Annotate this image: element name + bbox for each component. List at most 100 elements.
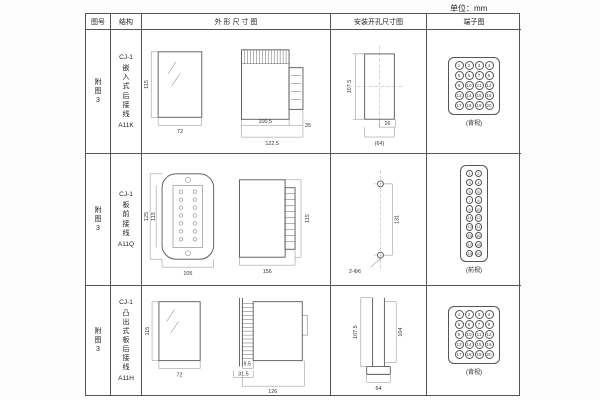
dim-label: 2-Φ6 [349, 269, 361, 275]
terminal-pin: 12 [484, 330, 494, 339]
code-label: A11K [118, 121, 134, 129]
header-outline: 外 形 尺 寸 图 [142, 14, 331, 30]
terminal-pin: 17 [454, 101, 464, 110]
terminal-pin: 1 [454, 61, 464, 70]
side-view: 9.5 31.5 126 [233, 297, 308, 395]
terminal-pin: 2 [464, 61, 474, 70]
dim-label: 16 [384, 121, 390, 127]
dim-label: (64) [375, 141, 385, 147]
dim-label: 31.5 [238, 371, 248, 377]
side-view: 100.5 35 122.5 [241, 49, 311, 147]
outline-drawing-1: 115 72 100.5 35 122.5 [144, 49, 311, 147]
terminal-pin: 15 [465, 231, 474, 240]
terminal-pin: 12 [474, 214, 483, 222]
terminal-pin: 14 [464, 91, 474, 100]
structure-cell-1: CJ-1 嵌 入 式 后 接 线 A11K [111, 30, 142, 154]
fig-cell-3: 附 图 3 [86, 286, 111, 395]
terminal-pin: 9 [454, 81, 464, 90]
terminal-pin: 16 [484, 340, 494, 349]
terminal-pin: 7 [474, 71, 484, 80]
front-view: 115 72 [145, 301, 201, 378]
terminal-pin: 20 [484, 101, 494, 110]
terminal-pin: 12 [484, 81, 494, 90]
fig-cell-2: 附 图 3 [86, 154, 111, 286]
code-label: A11Q [117, 240, 135, 248]
terminal-pin: 1 [465, 169, 474, 178]
dim-label: 72 [177, 372, 183, 378]
front-view: 125 115 105 [144, 173, 215, 277]
fig-label: 附 图 3 [94, 78, 102, 105]
install-drawing-1: 107.5 16 (64) [347, 45, 403, 147]
terminal-pin: 7 [474, 320, 484, 329]
terminal-pin: 13 [454, 91, 464, 100]
dim-label: 64 [376, 386, 382, 392]
dim-label: 104 [398, 328, 404, 337]
terminal-pin: 10 [464, 330, 474, 339]
terminal-view-label: (背视) [466, 120, 482, 127]
terminal-pin: 16 [474, 231, 483, 240]
terminal-pin: 18 [464, 101, 474, 110]
dim-label: 125 [144, 212, 150, 221]
dim-label: 126 [268, 389, 277, 395]
terminal-pin: 16 [484, 91, 494, 100]
structure-cell-2: CJ-1 板 前 接 线 A11Q [111, 154, 142, 286]
dim-label: 115 [144, 80, 150, 89]
terminal-view-label: (背视) [466, 369, 482, 376]
fig-cell-1: 附 图 3 [86, 30, 111, 154]
fig-label: 附 图 3 [94, 327, 102, 354]
dim-label: 107.5 [353, 325, 359, 339]
terminal-pin: 6 [474, 187, 483, 196]
dim-label: 35 [305, 123, 311, 129]
mount-label: 嵌 入 式 后 接 线 [122, 65, 130, 118]
dim-label: 100.5 [258, 119, 272, 125]
terminal-pin: 17 [465, 240, 474, 249]
install-cell-1: 107.5 16 (64) [331, 30, 427, 154]
outline-cell-1: 115 72 100.5 35 122.5 [142, 30, 331, 154]
header-fig-no: 图号 [86, 14, 111, 30]
install-drawing-2: 131 2-Φ6 [349, 170, 400, 275]
model-label: CJ-1 [119, 298, 133, 306]
outline-cell-3: 115 72 9.5 31.5 126 [142, 286, 331, 395]
terminal-pin: 20 [484, 350, 494, 359]
terminal-pin: 17 [454, 350, 464, 359]
front-view: 115 72 [144, 51, 203, 135]
dim-label: 115 [145, 327, 151, 336]
header-structure: 结构 [111, 14, 142, 30]
terminal-pin: 6 [464, 71, 474, 80]
terminal-pin: 8 [474, 196, 483, 204]
mount-label: 凸 出 式 板 后 接 线 [122, 309, 130, 372]
terminal-pin: 19 [474, 101, 484, 110]
terminal-pin: 5 [454, 320, 464, 329]
dim-label: 9.5 [244, 362, 252, 368]
terminal-pin: 11 [465, 214, 474, 222]
dim-label: 107.5 [347, 80, 353, 94]
terminal-pin: 9 [454, 330, 464, 339]
terminal-pin: 3 [474, 310, 484, 319]
terminal-pin: 2 [464, 310, 474, 319]
dim-label: 72 [177, 129, 183, 135]
terminal-pin: 15 [474, 340, 484, 349]
terminal-pin: 8 [484, 320, 494, 329]
terminal-pin: 18 [474, 240, 483, 249]
terminal-pin: 5 [454, 71, 464, 80]
dim-label: 156 [263, 269, 272, 275]
terminal-pin: 15 [474, 91, 484, 100]
terminal-pin: 9 [465, 205, 474, 213]
terminal-pin: 20 [474, 249, 483, 258]
terminal-pin: 11 [474, 81, 484, 90]
terminal-pin: 6 [464, 320, 474, 329]
dim-label: 131 [394, 215, 400, 224]
dim-label: 115 [305, 214, 311, 223]
header-terminal: 端子图 [427, 14, 521, 30]
terminal-pin: 4 [484, 310, 494, 319]
mount-label: 板 前 接 线 [122, 202, 130, 237]
terminal-pin: 2 [474, 169, 483, 178]
terminal-pin: 7 [465, 196, 474, 204]
side-view: 156 115 [239, 179, 311, 275]
structure-cell-3: CJ-1 凸 出 式 板 后 接 线 A11H [111, 286, 142, 395]
unit-label: 单位：mm [450, 4, 488, 13]
terminal-pin: 13 [465, 223, 474, 231]
